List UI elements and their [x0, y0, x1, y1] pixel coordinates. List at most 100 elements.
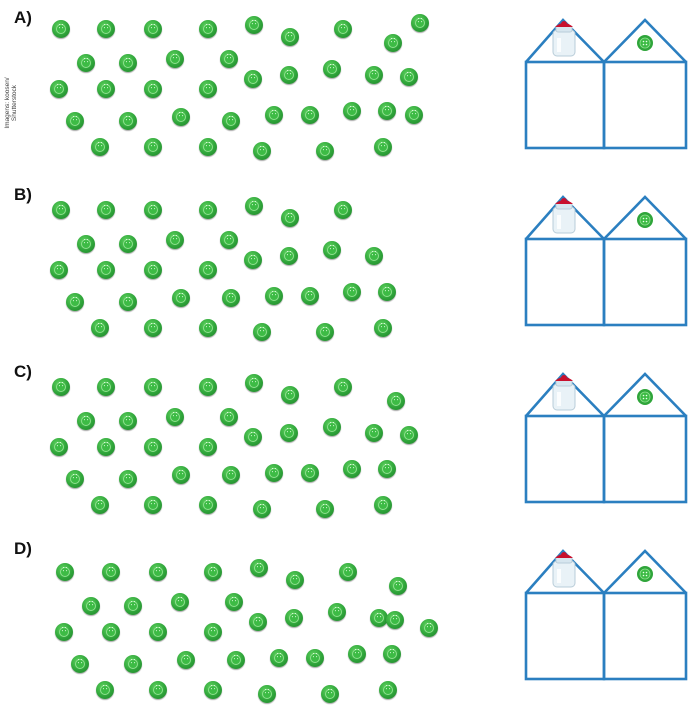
green-button-icon — [370, 609, 388, 627]
image-credit: Imagens: koosen/ Shutterstock — [4, 77, 18, 129]
place-value-house — [524, 372, 688, 504]
green-button-icon — [177, 651, 195, 669]
green-button-icon — [225, 593, 243, 611]
green-button-icon — [172, 289, 190, 307]
option-panel: A)Imagens: koosen/ Shutterstock — [0, 0, 696, 177]
green-button-icon — [316, 323, 334, 341]
green-button-icon — [270, 649, 288, 667]
green-button-icon — [389, 577, 407, 595]
green-button-icon — [91, 319, 109, 337]
green-button-icon — [258, 685, 276, 703]
green-button-icon — [199, 496, 217, 514]
green-button-icon — [378, 283, 396, 301]
green-button-icon — [91, 496, 109, 514]
green-button-icon — [245, 197, 263, 215]
green-button-icon — [280, 66, 298, 84]
green-button-icon — [144, 201, 162, 219]
green-button-icon — [171, 593, 189, 611]
green-button-icon — [637, 212, 653, 228]
green-button-icon — [144, 496, 162, 514]
green-button-icon — [77, 235, 95, 253]
green-button-icon — [71, 655, 89, 673]
green-button-icon — [166, 231, 184, 249]
green-button-icon — [97, 378, 115, 396]
green-button-icon — [199, 20, 217, 38]
green-button-icon — [265, 464, 283, 482]
green-button-icon — [96, 681, 114, 699]
green-button-icon — [52, 378, 70, 396]
green-button-icon — [348, 645, 366, 663]
green-button-icon — [420, 619, 438, 637]
option-panel: C) — [0, 354, 696, 531]
green-button-icon — [244, 70, 262, 88]
green-button-icon — [144, 319, 162, 337]
green-button-icon — [97, 80, 115, 98]
green-button-icon — [82, 597, 100, 615]
green-button-icon — [343, 460, 361, 478]
green-button-icon — [204, 681, 222, 699]
green-button-icon — [244, 251, 262, 269]
green-button-icon — [323, 241, 341, 259]
green-button-icon — [384, 34, 402, 52]
green-button-icon — [378, 460, 396, 478]
green-button-icon — [365, 424, 383, 442]
green-button-icon — [97, 438, 115, 456]
green-button-icon — [144, 261, 162, 279]
green-button-icon — [97, 201, 115, 219]
green-button-icon — [387, 392, 405, 410]
green-button-icon — [119, 412, 137, 430]
green-button-icon — [119, 54, 137, 72]
green-button-icon — [199, 261, 217, 279]
green-button-icon — [55, 623, 73, 641]
green-button-icon — [166, 50, 184, 68]
option-label: D) — [14, 539, 32, 558]
place-value-house — [524, 18, 688, 150]
green-button-icon — [281, 209, 299, 227]
green-button-icon — [199, 378, 217, 396]
green-button-icon — [149, 623, 167, 641]
green-button-icon — [66, 293, 84, 311]
option-label: C) — [14, 362, 32, 381]
green-button-icon — [316, 500, 334, 518]
green-button-icon — [411, 14, 429, 32]
green-button-icon — [222, 466, 240, 484]
green-button-icon — [637, 389, 653, 405]
green-button-icon — [56, 563, 74, 581]
green-button-icon — [222, 112, 240, 130]
green-button-icon — [301, 287, 319, 305]
green-button-icon — [374, 496, 392, 514]
green-button-icon — [281, 386, 299, 404]
green-button-icon — [119, 112, 137, 130]
place-value-house — [524, 549, 688, 681]
jar-icon — [552, 552, 576, 588]
jar-icon — [552, 21, 576, 57]
green-button-icon — [379, 681, 397, 699]
green-button-icon — [124, 655, 142, 673]
green-button-icon — [91, 138, 109, 156]
green-button-icon — [265, 287, 283, 305]
green-button-icon — [149, 563, 167, 581]
green-button-icon — [334, 20, 352, 38]
green-button-icon — [97, 261, 115, 279]
green-button-icon — [306, 649, 324, 667]
green-button-icon — [343, 283, 361, 301]
green-button-icon — [253, 142, 271, 160]
green-button-icon — [144, 20, 162, 38]
green-button-icon — [383, 645, 401, 663]
green-button-icon — [400, 68, 418, 86]
green-button-icon — [199, 319, 217, 337]
green-button-icon — [245, 374, 263, 392]
green-button-icon — [52, 201, 70, 219]
green-button-icon — [77, 412, 95, 430]
green-button-icon — [119, 293, 137, 311]
green-button-icon — [253, 500, 271, 518]
green-button-icon — [343, 102, 361, 120]
green-button-icon — [144, 138, 162, 156]
green-button-icon — [220, 50, 238, 68]
green-button-icon — [253, 323, 271, 341]
green-button-icon — [250, 559, 268, 577]
option-panel: D) — [0, 531, 696, 708]
option-label: B) — [14, 185, 32, 204]
green-button-icon — [316, 142, 334, 160]
green-button-icon — [323, 60, 341, 78]
